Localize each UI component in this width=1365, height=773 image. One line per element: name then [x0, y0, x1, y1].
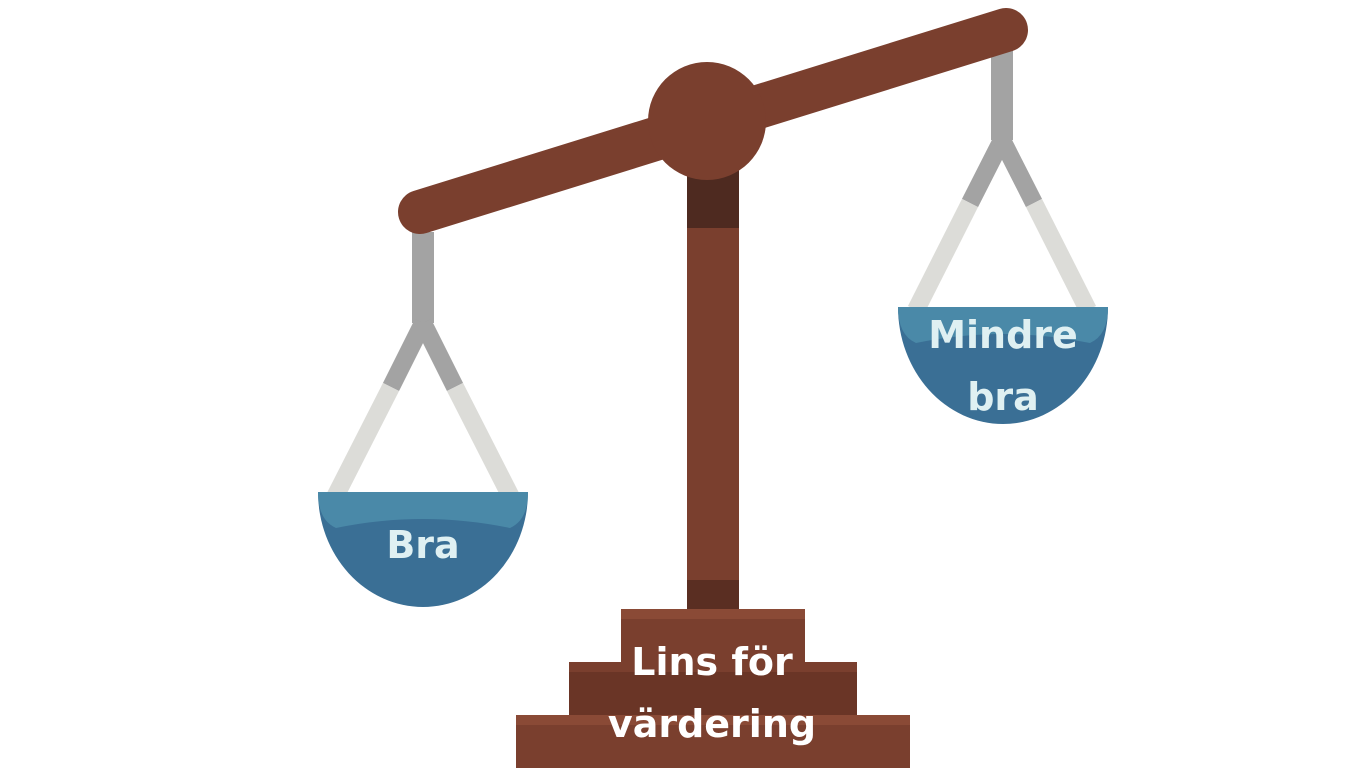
base-label-line1: Lins för — [631, 640, 793, 684]
right-pan-rim — [898, 307, 1108, 343]
left-string-right-upper — [414, 318, 464, 392]
right-pan-strings — [907, 50, 1097, 315]
right-string-left-lower — [907, 198, 979, 315]
left-string-left-upper — [382, 318, 432, 392]
scale-base: Lins för värdering — [516, 609, 910, 768]
right-string-left-upper — [961, 135, 1011, 208]
scale-pivot — [648, 62, 766, 180]
left-string-left-lower — [326, 382, 400, 502]
right-pan-label-line2: bra — [967, 375, 1039, 419]
left-pan-strings — [326, 232, 520, 502]
base-label-line2: värdering — [608, 702, 816, 746]
right-pan: Mindre bra — [898, 307, 1108, 424]
left-pan: Bra — [318, 492, 528, 607]
right-pan-label-line1: Mindre — [928, 313, 1078, 357]
pillar-bottom-shadow — [687, 580, 739, 612]
right-string-right-upper — [993, 135, 1043, 208]
scale-pillar — [687, 150, 739, 612]
base-step-top-highlight — [621, 609, 805, 619]
left-string-right-lower — [446, 382, 520, 502]
right-string-right-lower — [1025, 198, 1097, 315]
left-pan-rim — [318, 492, 528, 528]
base-step-middle-highlight — [569, 662, 857, 672]
left-pan-label: Bra — [386, 523, 459, 567]
base-step-bottom-highlight — [516, 715, 910, 725]
